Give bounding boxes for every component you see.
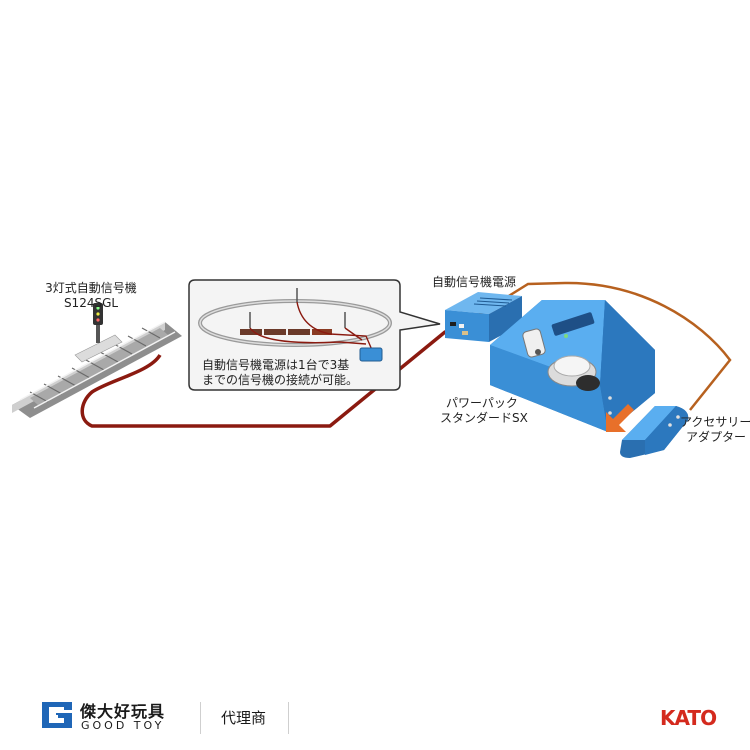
kato-logo-icon: KATO: [660, 706, 717, 730]
inset-callout: [188, 279, 441, 391]
footer: 傑大好玩具 GOOD TOY 代理商 KATO: [0, 690, 750, 750]
throttle-knob-icon: [547, 355, 600, 391]
signal-cable: [80, 330, 462, 428]
adapter-label-line2: アダプター: [686, 430, 747, 444]
footer-divider-1: [200, 702, 201, 734]
arrow-icon: [606, 404, 634, 432]
power-switch-icon: [522, 328, 546, 358]
agent-label: 代理商: [221, 709, 267, 727]
powerpack-label-line1: パワーパック: [446, 396, 518, 410]
adapter-label-line1: アクセサリー: [680, 415, 750, 429]
signal-power-label: 自動信号機電源: [432, 275, 517, 289]
signal-code-label: S124SGL: [63, 296, 119, 310]
inset-note-line2: までの信号機の接続が可能。: [202, 373, 359, 387]
power-pack: [490, 300, 655, 432]
signal-title-label: 3灯式自動信号機: [45, 281, 137, 295]
good-toy-logo-icon: [42, 702, 72, 728]
brand-en: GOOD TOY: [81, 719, 165, 732]
signal-track: [12, 303, 182, 418]
accessory-adapter: [620, 406, 689, 458]
brand-cn: 傑大好玩具: [80, 702, 166, 721]
mini-signal-power-icon: [359, 347, 383, 362]
powerpack-label-line2: スタンダードSX: [440, 411, 528, 425]
footer-divider-2: [288, 702, 289, 734]
adapter-cable: [469, 281, 732, 411]
inset-note-line1: 自動信号機電源は1台で3基: [202, 358, 350, 372]
signal-power-unit: [445, 292, 522, 342]
